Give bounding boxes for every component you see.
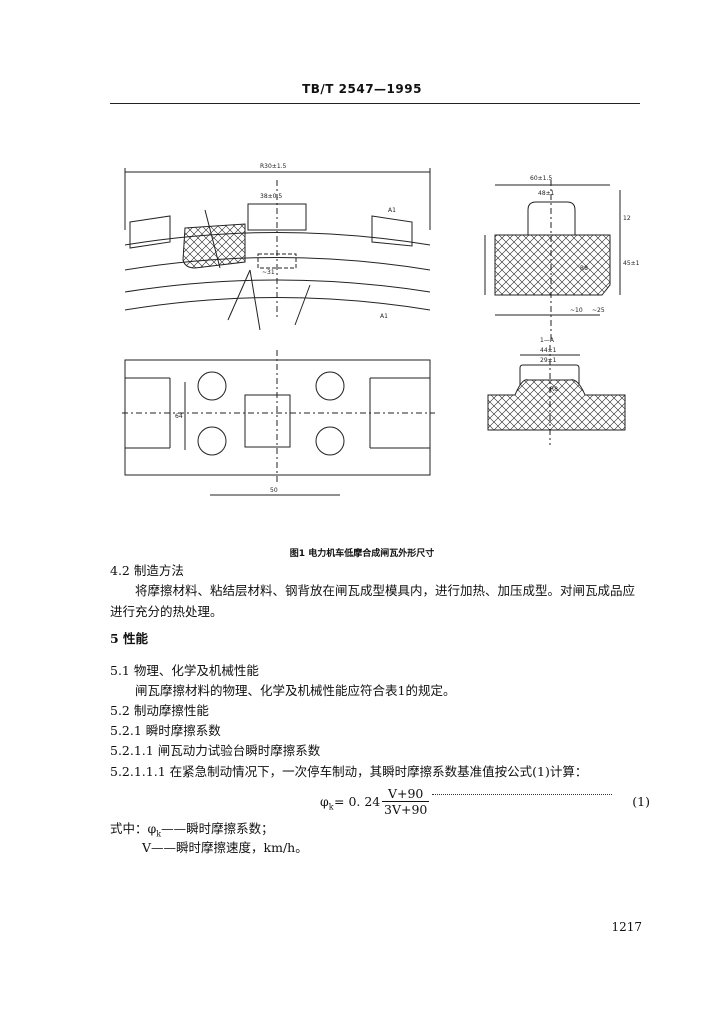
formula-fraction: V+90 3V+90 xyxy=(382,786,430,817)
page-number: 1217 xyxy=(611,920,642,934)
section-5-2-heading: 5.2 制动摩擦性能 xyxy=(110,703,209,718)
section-5-2-1-1-heading: 5.2.1.1 闸瓦动力试验台瞬时摩擦系数 xyxy=(110,743,321,758)
section-5-1-heading: 5.1 物理、化学及机械性能 xyxy=(110,663,259,678)
where-line-1: 式中：φk——瞬时摩擦系数； xyxy=(110,821,274,839)
dim-plan-h: 64 xyxy=(175,413,183,420)
section-title: 1—A xyxy=(540,337,555,344)
dim-side-top: 60±1.5 xyxy=(530,175,552,182)
section-4-2-body: 将摩擦材料、粘结层材料、钢背放在闸瓦成型模具内，进行加热、加压成型。对闸瓦成品应… xyxy=(110,583,636,619)
dim-side-inner: 48±1 xyxy=(538,190,555,197)
section-5-1-body: 闸瓦摩擦材料的物理、化学及机械性能应符合表1的规定。 xyxy=(135,683,456,698)
header-rule xyxy=(110,103,640,104)
brake-shoe-drawing: R30±1.5 38±0.5 A1 A1 ~31 60±1.5 48±1 12 … xyxy=(122,163,640,496)
figure-caption: 图1 电力机车低摩合成闸瓦外形尺寸 xyxy=(289,549,435,559)
mark-a1-bottom: A1 xyxy=(380,313,388,320)
where-line-2: V——瞬时摩擦速度，km/h。 xyxy=(142,840,308,855)
dim-side-c: ~25 xyxy=(592,307,605,314)
section-5-2-1-heading: 5.2.1 瞬时摩擦系数 xyxy=(110,723,221,738)
standard-header: TB/T 2547—1995 xyxy=(302,82,422,96)
section-5-heading: 5 性能 xyxy=(110,631,149,646)
section-5-2-1-1-1: 5.2.1.1.1 在紧急制动情况下，一次停车制动，其瞬时摩擦系数基准值按公式(… xyxy=(110,764,588,779)
dim-side-total: 45±1 xyxy=(623,260,640,267)
dim-side-b: ~10 xyxy=(570,307,583,314)
dim-sec-top: 44±1 xyxy=(540,347,557,354)
dim-sec-mid: 29±1 xyxy=(540,357,557,364)
dim-overall: R30±1.5 xyxy=(260,163,287,170)
dim-sec-r: R8 xyxy=(550,386,558,393)
dim-plan-w: 50 xyxy=(270,487,278,494)
formula-1: φk = 0. 24 V+90 3V+90 (1) xyxy=(320,786,650,817)
dim-side-r: R8 xyxy=(580,265,588,272)
dim-side-h: 12 xyxy=(623,215,631,222)
mark-a1: A1 xyxy=(388,207,396,214)
dim-slot: 38±0.5 xyxy=(260,193,282,200)
formula-number: (1) xyxy=(632,794,650,809)
dim-insert: ~31 xyxy=(262,269,275,276)
section-4-2-heading: 4.2 制造方法 xyxy=(110,563,184,578)
